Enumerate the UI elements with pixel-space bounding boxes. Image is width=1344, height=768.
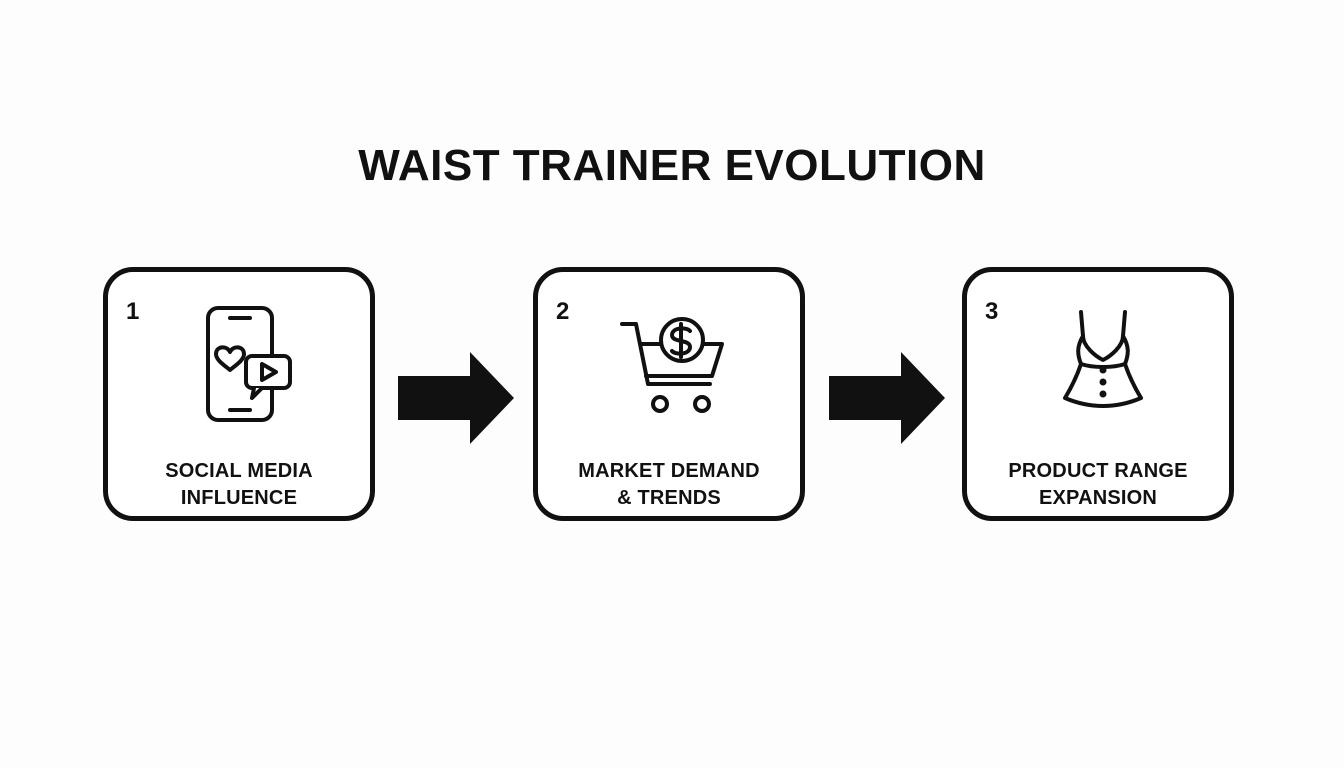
- smartphone-social-icon: [206, 306, 292, 422]
- step-label: SOCIAL MEDIA INFLUENCE: [118, 458, 360, 512]
- diagram-title: WAIST TRAINER EVOLUTION: [358, 141, 986, 190]
- step-box-market-demand: 2 MARKET DEMAND & TRENDS: [533, 267, 805, 521]
- step-number: 3: [985, 298, 999, 325]
- step-label: PRODUCT RANGE EXPANSION: [977, 458, 1219, 512]
- corset-top-icon: [1063, 310, 1143, 408]
- step-label-line: SOCIAL MEDIA: [165, 460, 313, 482]
- step-label-line: MARKET DEMAND: [578, 460, 760, 482]
- step-label: MARKET DEMAND & TRENDS: [548, 458, 790, 512]
- step-label-line: & TRENDS: [617, 487, 721, 509]
- flow-arrow-2-to-3: [829, 352, 945, 444]
- shopping-cart-dollar-icon: [620, 317, 724, 413]
- step-number: 2: [556, 298, 570, 325]
- step-box-product-range: 3 PRODUCT RANGE EXPANSION: [962, 267, 1234, 521]
- step-label-line: EXPANSION: [1038, 487, 1158, 509]
- step-label-line: INFLUENCE: [180, 487, 298, 509]
- step-label-line: PRODUCT RANGE: [1008, 460, 1188, 482]
- flow-arrow-1-to-2: [398, 352, 514, 444]
- step-box-social-media: 1 SOCIAL MEDIA INFLUENCE: [103, 267, 375, 521]
- step-number: 1: [126, 298, 140, 325]
